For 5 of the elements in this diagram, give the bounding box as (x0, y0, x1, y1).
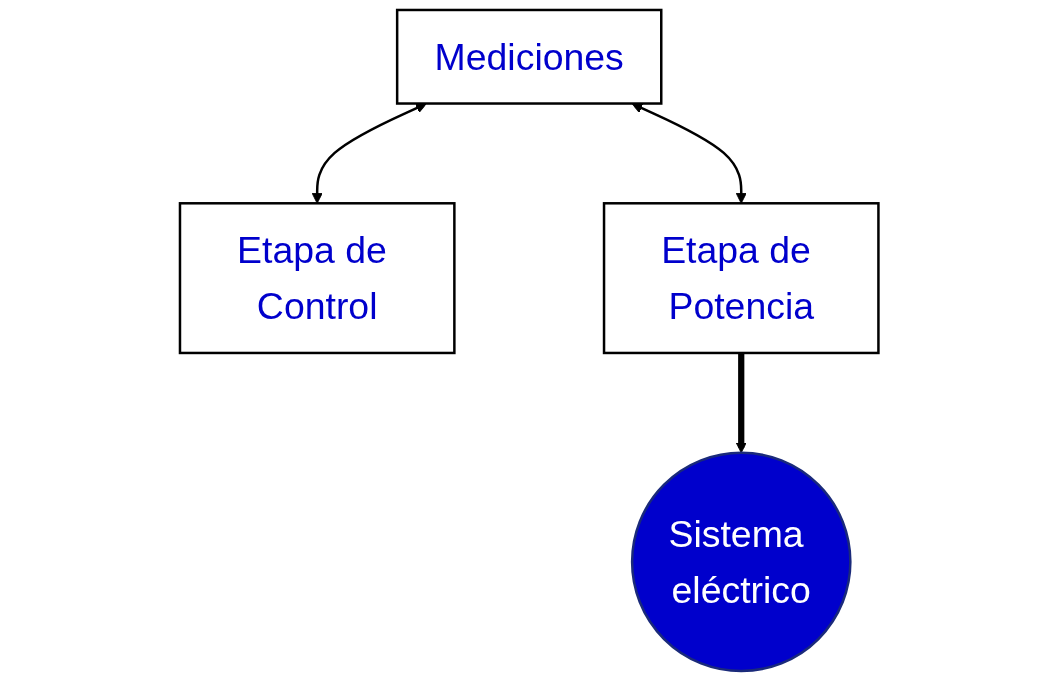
node-box: Mediciones (395, 8, 663, 105)
node-box: Etapa de Control (178, 202, 456, 355)
node-circle: Sistema eléctrico (630, 451, 852, 673)
arrow (735, 352, 747, 454)
node-box: Etapa de Potencia (602, 202, 880, 355)
